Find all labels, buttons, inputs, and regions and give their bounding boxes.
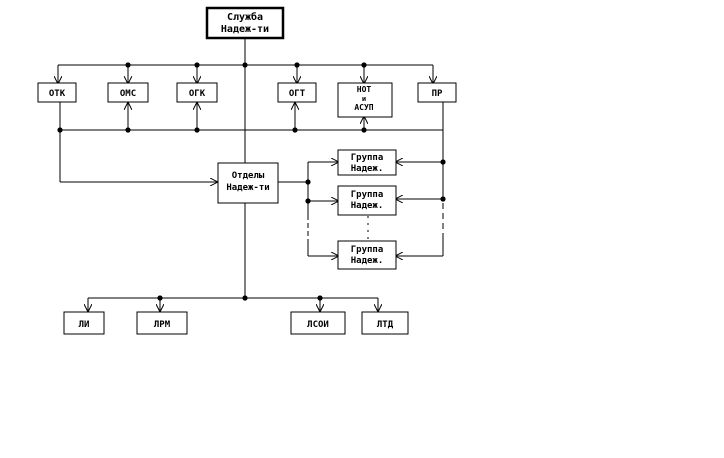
node-lrm-label: ЛРМ xyxy=(154,320,171,330)
node-otk[interactable]: ОТК xyxy=(37,82,77,103)
node-group-3[interactable]: Группа Надеж. xyxy=(337,240,397,270)
node-pr[interactable]: ПР xyxy=(417,82,457,103)
node-li[interactable]: ЛИ xyxy=(63,311,105,335)
node-otk-label: ОТК xyxy=(49,89,66,99)
node-center-line1: Отделы xyxy=(232,171,265,181)
node-ltd[interactable]: ЛТД xyxy=(361,311,409,335)
node-not-line1: НОТ xyxy=(357,85,372,94)
node-lsoi[interactable]: ЛСОИ xyxy=(290,311,346,335)
node-ogt-label: ОГТ xyxy=(289,89,306,99)
node-group-1[interactable]: Группа Надеж. xyxy=(337,149,397,176)
node-service-line1: Служба xyxy=(227,11,263,23)
node-oms[interactable]: ОМС xyxy=(107,82,149,103)
node-service[interactable]: Служба Надеж-ти xyxy=(205,6,285,40)
node-group-2-line2: Надеж. xyxy=(351,201,384,211)
node-not-line3: АСУП xyxy=(354,103,373,112)
node-ogk-label: ОГК xyxy=(189,89,206,99)
node-li-label: ЛИ xyxy=(79,320,90,330)
node-not-line2: и xyxy=(362,95,366,103)
node-pr-label: ПР xyxy=(432,89,443,99)
node-ltd-label: ЛТД xyxy=(377,320,394,330)
node-center[interactable]: Отделы Надеж-ти xyxy=(217,162,279,204)
node-group-1-line2: Надеж. xyxy=(351,164,384,174)
node-group-1-line1: Группа xyxy=(351,153,384,163)
node-ogk[interactable]: ОГК xyxy=(176,82,218,103)
node-service-line2: Надеж-ти xyxy=(221,24,269,35)
node-oms-label: ОМС xyxy=(120,89,136,99)
node-lsoi-label: ЛСОИ xyxy=(307,320,329,330)
node-group-2[interactable]: Группа Надеж. xyxy=(337,185,397,216)
node-group-3-line1: Группа xyxy=(351,245,384,255)
connector-lines xyxy=(58,37,444,311)
node-group-3-line2: Надеж. xyxy=(351,256,384,266)
node-lrm[interactable]: ЛРМ xyxy=(136,311,188,335)
node-not[interactable]: НОТ и АСУП xyxy=(337,82,393,118)
node-ogt[interactable]: ОГТ xyxy=(277,82,317,103)
junction-dots xyxy=(57,62,446,301)
node-group-2-line1: Группа xyxy=(351,190,384,200)
node-center-line2: Надеж-ти xyxy=(226,183,269,193)
